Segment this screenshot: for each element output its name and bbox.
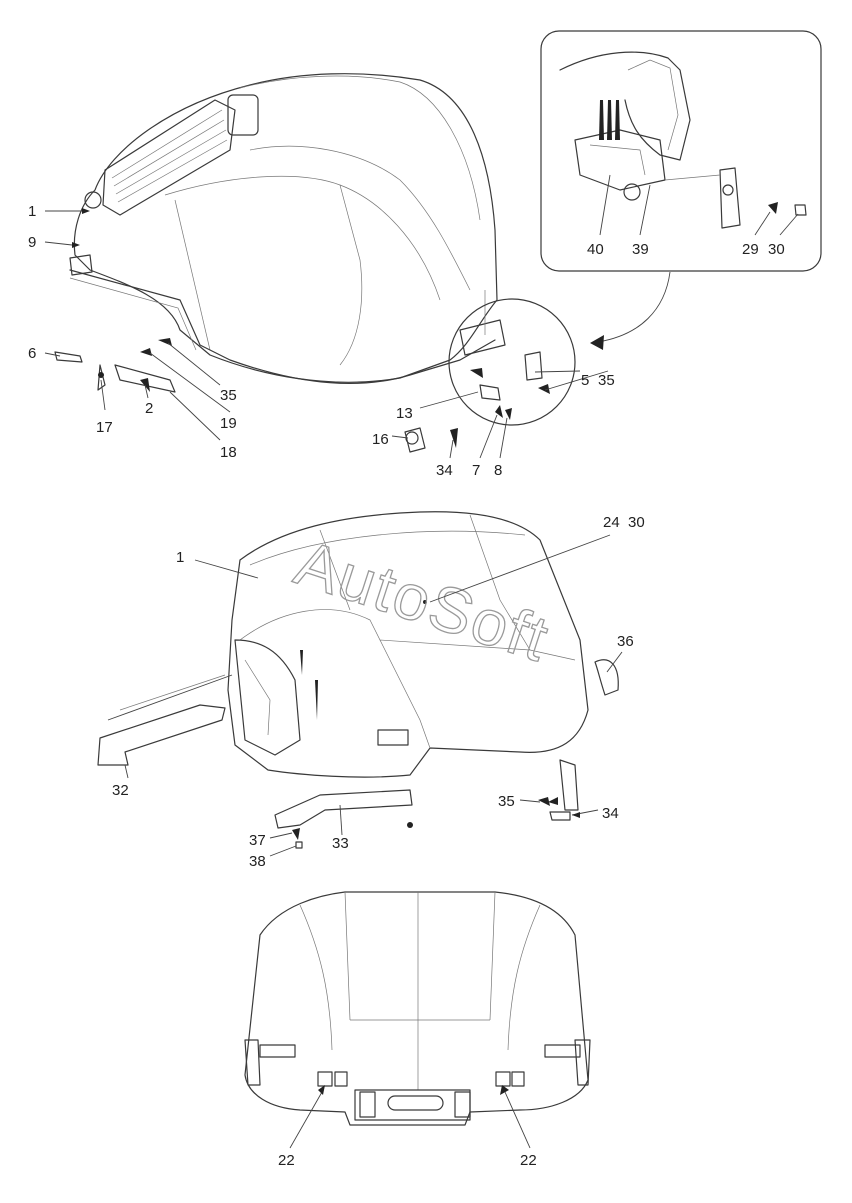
part-6-clip xyxy=(54,351,83,363)
label-part-35: 35 xyxy=(220,387,237,404)
label-part-2: 2 xyxy=(145,400,153,417)
label-part-19: 19 xyxy=(220,415,237,432)
part-labels-inset: 40 39 29 30 xyxy=(587,241,785,258)
label-part-24: 24 xyxy=(603,514,620,531)
label-part-33: 33 xyxy=(332,835,349,852)
label-part-30: 30 xyxy=(628,514,645,531)
part-33-bracket xyxy=(274,789,413,829)
label-part-1: 1 xyxy=(176,549,184,566)
label-part-13: 13 xyxy=(396,405,413,422)
label-part-34: 34 xyxy=(602,805,619,822)
front-grille xyxy=(84,94,259,216)
label-part-18: 18 xyxy=(220,444,237,461)
label-part-8: 8 xyxy=(494,462,502,479)
label-part-17: 17 xyxy=(96,419,113,436)
label-part-39: 39 xyxy=(632,241,649,258)
label-part-37: 37 xyxy=(249,832,266,849)
loose-parts-view-1 xyxy=(54,338,550,453)
part-labels-view-3: 22 22 xyxy=(278,1152,537,1169)
detail-inset xyxy=(540,30,822,272)
part-labels-view-1: 1 9 6 17 2 18 19 35 13 16 34 7 8 5 35 xyxy=(28,203,615,479)
label-part-38: 38 xyxy=(249,853,266,870)
label-part-6: 6 xyxy=(28,345,36,362)
part-16-latch xyxy=(404,427,426,453)
label-part-40: 40 xyxy=(587,241,604,258)
part-36-bumper xyxy=(594,659,619,696)
part-34-lever xyxy=(559,759,579,811)
label-part-35: 35 xyxy=(598,372,615,389)
label-part-32: 32 xyxy=(112,782,129,799)
label-part-35: 35 xyxy=(498,793,515,810)
hood-view-2 xyxy=(227,511,589,778)
part-32-bracket xyxy=(97,704,226,766)
leader-lines xyxy=(44,174,799,1149)
label-part-22: 22 xyxy=(520,1152,537,1169)
label-part-34: 34 xyxy=(436,462,453,479)
label-part-36: 36 xyxy=(617,633,634,650)
loose-parts-view-2 xyxy=(97,659,619,849)
label-part-7: 7 xyxy=(472,462,480,479)
label-part-30: 30 xyxy=(768,241,785,258)
label-part-22: 22 xyxy=(278,1152,295,1169)
label-part-5: 5 xyxy=(581,372,589,389)
hood-view-1 xyxy=(69,73,506,385)
label-part-29: 29 xyxy=(742,241,759,258)
part-5-hinge xyxy=(524,351,543,381)
label-part-1: 1 xyxy=(28,203,36,220)
leader-arrowheads xyxy=(72,208,580,1095)
watermark: AutoSoft xyxy=(287,526,558,675)
label-part-9: 9 xyxy=(28,234,36,251)
hood-view-3 xyxy=(244,891,591,1126)
label-part-16: 16 xyxy=(372,431,389,448)
part-labels-view-2: 1 24 30 36 32 35 34 37 38 33 xyxy=(112,514,645,870)
detail-callout-circle xyxy=(448,298,576,426)
part-18-bracket xyxy=(114,364,176,393)
